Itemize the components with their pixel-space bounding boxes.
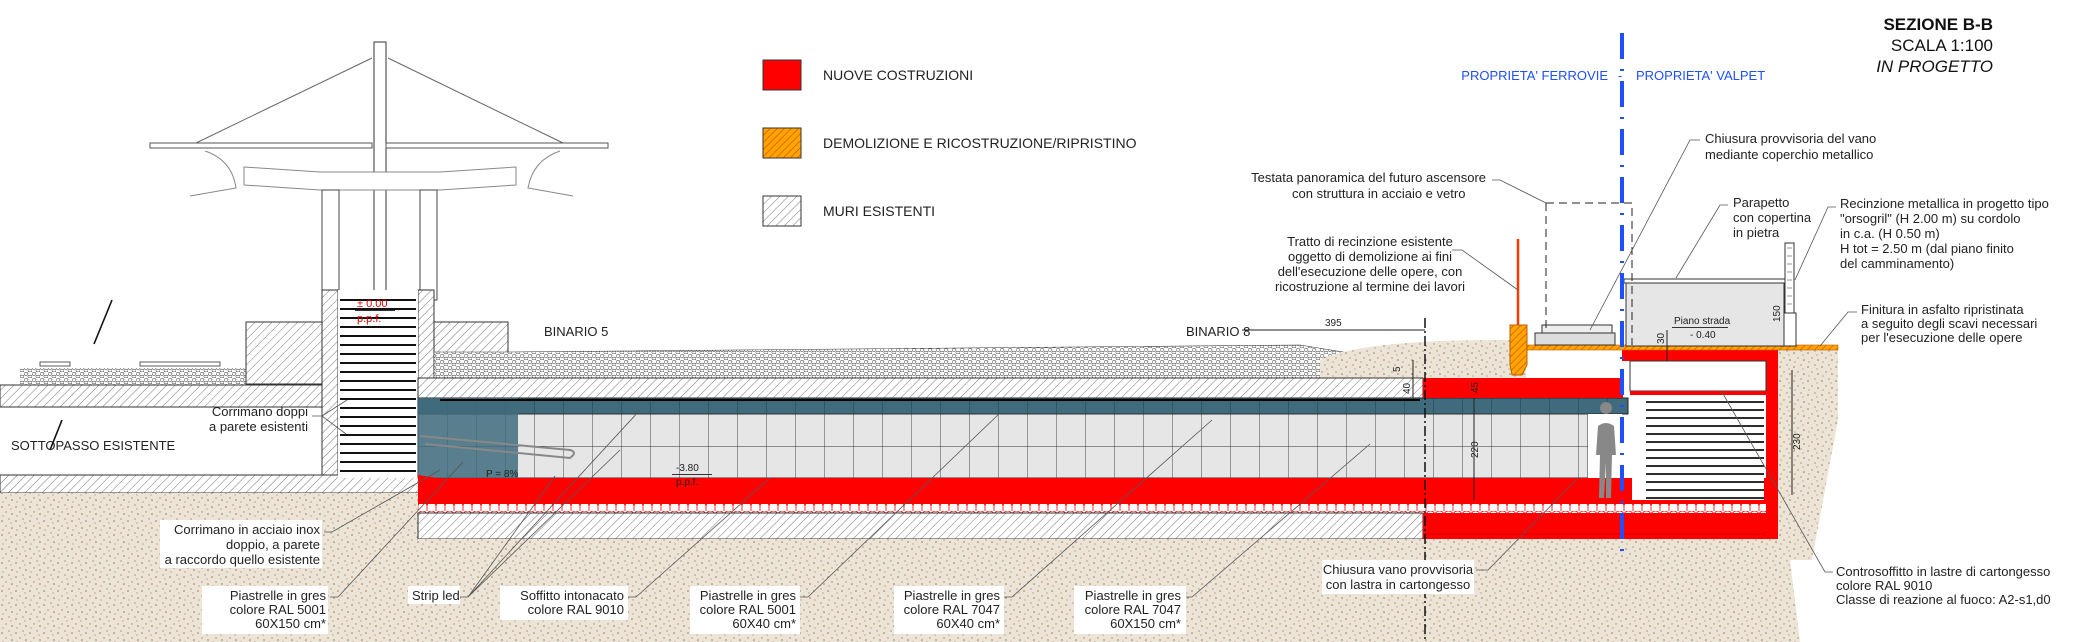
person-silhouette-icon	[1596, 402, 1616, 498]
legend-label-existing: MURI ESISTENTI	[823, 203, 935, 219]
track-5-label: BINARIO 5	[544, 324, 608, 339]
legend-label-new: NUOVE COSTRUZIONI	[823, 67, 973, 83]
right-ground	[1525, 242, 1839, 560]
existing-stair	[338, 290, 418, 478]
svg-text:Strip led: Strip led	[412, 588, 460, 603]
dimension-5: 5	[1392, 366, 1403, 372]
svg-text:Recinzione metallica in proget: Recinzione metallica in progetto tipo"or…	[1840, 196, 2049, 271]
level-bottom-value: -3.80	[676, 463, 699, 474]
track-8-label: BINARIO 8	[1186, 324, 1250, 339]
title-block: SEZIONE B-B SCALA 1:100 IN PROGETTO	[1876, 15, 1993, 76]
dimension-230: 230	[1792, 433, 1803, 450]
property-separator: -	[1618, 68, 1622, 83]
dimension-220: 220	[1470, 441, 1481, 458]
annotation-recinzione: Recinzione metallica in progetto tipo"or…	[1840, 196, 2049, 271]
dimension-lines: 395 5 40 45 220 30 150 230	[1242, 305, 1803, 500]
dimension-395: 395	[1325, 318, 1342, 329]
property-label-ferrovie: PROPRIETA' FERROVIE	[1461, 68, 1608, 83]
slope-label: P = 8%	[486, 469, 518, 480]
level-top-ppf: p.p.f.	[357, 313, 381, 325]
road-level-value: - 0.40	[1690, 330, 1716, 341]
future-elevator-outline	[1545, 202, 1633, 345]
dimension-150: 150	[1772, 305, 1783, 322]
leader-lines	[312, 139, 1857, 598]
dimension-45: 45	[1470, 381, 1481, 393]
svg-text:Testata panoramica del futuro: Testata panoramica del futuro ascensorec…	[1251, 170, 1486, 201]
annotation-strip-led: Strip led	[408, 586, 460, 604]
legend-swatch-demolition	[762, 127, 802, 159]
level-bottom-ppf: p.p.f.	[676, 477, 698, 488]
legend-label-demolition: DEMOLIZIONE E RICOSTRUZIONE/RIPRISTINO	[823, 135, 1137, 151]
level-top-value: ± 0.00	[357, 298, 388, 310]
section-status: IN PROGETTO	[1876, 57, 1993, 76]
road-level-label: Piano strada	[1674, 316, 1731, 327]
section-scale: SCALA 1:100	[1891, 36, 1993, 55]
section-title: SEZIONE B-B	[1883, 15, 1993, 34]
svg-text:Controsoffitto in lastre di ca: Controsoffitto in lastre di cartongessoc…	[1836, 564, 2051, 607]
property-label-valpet: PROPRIETA' VALPET	[1636, 68, 1765, 83]
dimension-30: 30	[1656, 332, 1667, 344]
legend-swatch-new	[762, 59, 802, 91]
underpass-label: SOTTOPASSO ESISTENTE	[11, 438, 176, 453]
legend-swatch-existing	[762, 195, 802, 227]
existing-fence-base	[1509, 324, 1528, 376]
legend: NUOVE COSTRUZIONI DEMOLIZIONE E RICOSTRU…	[762, 59, 1137, 227]
dimension-40: 40	[1402, 382, 1413, 394]
